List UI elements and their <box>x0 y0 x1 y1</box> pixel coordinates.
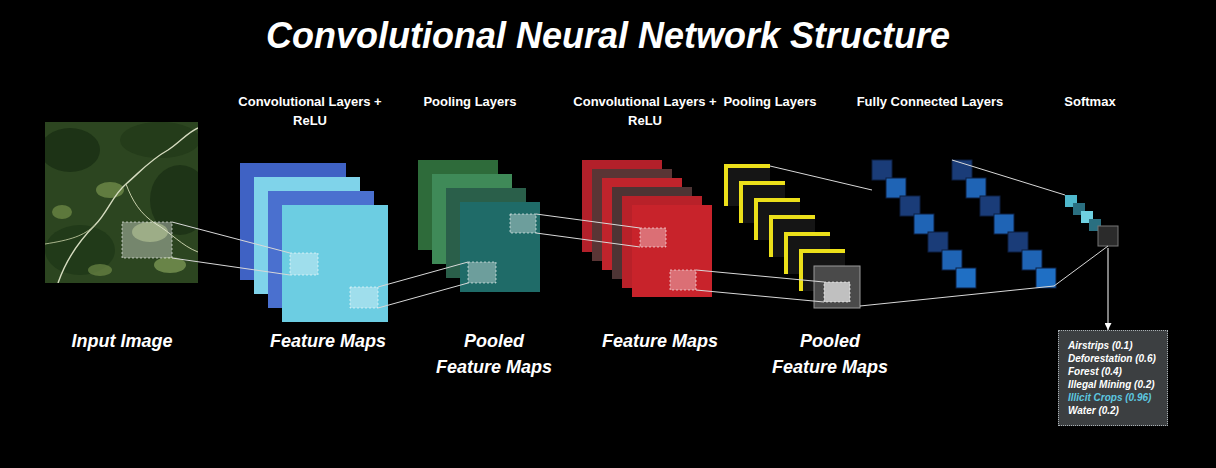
neuron-block <box>1036 268 1056 288</box>
feature-map <box>282 205 388 322</box>
text-slot: Forest (0.4) <box>1068 365 1158 378</box>
projection-line <box>952 160 1108 286</box>
conv-stack <box>582 160 712 297</box>
layer-heading: Convolutional Layers + ReLU <box>238 93 382 131</box>
class-score: Water (0.2) <box>1068 404 1158 417</box>
projection-line <box>378 262 468 308</box>
neuron-block <box>872 160 892 180</box>
layer-heading: Pooling Layers <box>693 93 847 112</box>
neuron-block <box>994 214 1014 234</box>
text-slot: Feature Maps <box>251 328 405 354</box>
layer-heading: Pooling Layers <box>393 93 547 112</box>
conv-layer: Convolutional Layers + ReLUFeature Maps <box>240 163 388 322</box>
text-slot: Pooling Layers <box>393 93 547 112</box>
receptive-patch <box>824 282 850 302</box>
layer-caption: Feature Maps <box>583 328 737 354</box>
receptive-patch <box>510 214 536 233</box>
pool-layer: Pooling LayersPooled Feature Maps <box>724 164 860 308</box>
dense-layers <box>872 160 1056 288</box>
class-score: Illicit Crops (0.96) <box>1068 391 1158 404</box>
text-slot: Convolutional Layers + ReLU <box>238 93 382 131</box>
dense-layer: Fully Connected Layers <box>872 160 1056 288</box>
projection-line <box>770 166 1054 306</box>
class-score: Deforestation (0.6) <box>1068 352 1158 365</box>
input-image: Input Image <box>45 122 198 283</box>
class-score: Airstrips (0.1) <box>1068 339 1158 352</box>
text-slot: Fully Connected Layers <box>843 93 1017 112</box>
layer-heading: Softmax <box>1043 93 1137 112</box>
layer-caption: Pooled Feature Maps <box>766 328 895 380</box>
receptive-patch <box>290 253 318 275</box>
receptive-patch <box>640 228 666 247</box>
text-slot: Pooled Feature Maps <box>766 328 895 380</box>
image-road <box>58 128 198 283</box>
neuron-block <box>1008 232 1028 252</box>
image-texture <box>45 225 115 275</box>
projection-line <box>696 270 824 302</box>
neuron-block <box>914 214 934 234</box>
output-unit <box>1098 226 1118 246</box>
text-slot: Softmax <box>1043 93 1137 112</box>
image-texture <box>45 128 100 172</box>
receptive-patch <box>670 270 696 290</box>
pool-layer: Pooling LayersPooled Feature Maps <box>418 160 540 292</box>
neuron-block <box>980 196 1000 216</box>
neuron-block <box>928 232 948 252</box>
pool-stack <box>418 160 540 292</box>
softmax-layer <box>1065 195 1118 246</box>
layer-caption: Feature Maps <box>251 328 405 354</box>
neuron-block <box>942 250 962 270</box>
text-slot: Convolutional Layers + ReLU <box>573 93 717 131</box>
softmax-layer: Softmax <box>1063 193 1120 248</box>
class-score: Illegal Mining (0.2) <box>1068 378 1158 391</box>
receptive-patch <box>122 222 172 258</box>
text-slot: Feature Maps <box>583 328 737 354</box>
flow-arrow <box>1108 248 1109 330</box>
projection-line <box>172 222 290 275</box>
projection-line <box>536 214 640 247</box>
class-score: Forest (0.4) <box>1068 365 1158 378</box>
layer-caption: Input Image <box>45 328 199 354</box>
image-road <box>45 225 95 244</box>
text-slot: Input Image <box>45 328 199 354</box>
image-texture <box>52 205 72 219</box>
layer-heading: Convolutional Layers + ReLU <box>573 93 717 131</box>
text-slot: Pooled Feature Maps <box>430 328 559 380</box>
image-texture <box>120 122 198 158</box>
receptive-patch <box>350 287 378 308</box>
diagram-title: Convolutional Neural Network Structure <box>0 14 1216 57</box>
receptive-patch <box>468 262 496 283</box>
conv-layer: Convolutional Layers + ReLUFeature Maps <box>582 160 712 297</box>
neuron-block <box>966 178 986 198</box>
feature-map <box>632 205 712 297</box>
pooled-map <box>460 202 540 292</box>
image-texture <box>88 264 112 276</box>
text-slot: Water (0.2) <box>1068 404 1158 417</box>
neuron-block <box>900 196 920 216</box>
text-slot: Airstrips (0.1) <box>1068 339 1158 352</box>
layer-caption: Pooled Feature Maps <box>430 328 559 380</box>
neuron-block <box>1022 250 1042 270</box>
text-slot: Illegal Mining (0.2) <box>1068 378 1158 391</box>
text-slot: Illicit Crops (0.96) <box>1068 391 1158 404</box>
class-scores: Airstrips (0.1)Deforestation (0.6)Forest… <box>1058 330 1168 426</box>
conv-stack <box>240 163 388 322</box>
neuron-block <box>956 268 976 288</box>
layer-heading: Fully Connected Layers <box>843 93 1017 112</box>
pool-stack <box>724 164 860 308</box>
text-slot: Pooling Layers <box>693 93 847 112</box>
neuron-block <box>886 178 906 198</box>
text-slot: Deforestation (0.6) <box>1068 352 1158 365</box>
